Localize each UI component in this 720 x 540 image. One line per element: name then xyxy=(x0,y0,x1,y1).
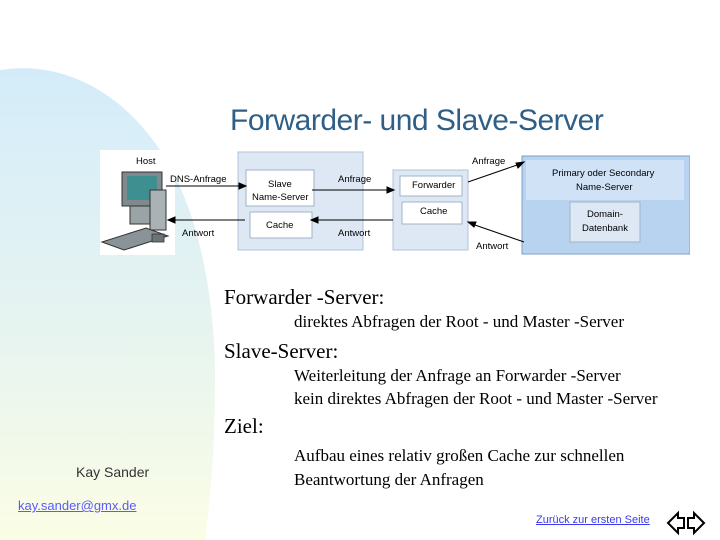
cache-left-label: Cache xyxy=(266,220,293,231)
answer-label-3: Antwort xyxy=(476,241,509,252)
request-label-1: Anfrage xyxy=(338,174,371,185)
author-name: Kay Sander xyxy=(76,464,150,480)
back-forward-arrows-icon[interactable] xyxy=(666,510,706,536)
dns-query-label: DNS-Anfrage xyxy=(170,174,227,185)
cache-right-label: Cache xyxy=(420,206,447,217)
slide-title: Forwarder- und Slave-Server xyxy=(230,104,604,137)
answer-label-1: Antwort xyxy=(182,228,215,239)
dns-diagram: Host Slave Name-Server Cache Forwarder C… xyxy=(100,150,690,255)
host-label: Host xyxy=(136,156,156,167)
primary-label-2: Name-Server xyxy=(576,182,633,193)
goal-line-1: Aufbau eines relativ großen Cache zur sc… xyxy=(294,446,625,465)
slave-label-2: Name-Server xyxy=(252,192,309,203)
primary-label-1: Primary oder Secondary xyxy=(552,168,655,179)
back-to-start-link[interactable]: Zurück zur ersten Seite xyxy=(536,514,650,526)
email-link[interactable]: kay.sander@gmx.de xyxy=(18,498,137,513)
goal-heading: Ziel: xyxy=(224,414,264,438)
slave-line-1: Weiterleitung der Anfrage an Forwarder -… xyxy=(294,366,621,385)
slave-line-2: kein direktes Abfragen der Root - und Ma… xyxy=(294,389,658,408)
forwarder-label: Forwarder xyxy=(412,180,455,191)
slave-heading: Slave-Server: xyxy=(224,339,339,363)
slave-label-1: Slave xyxy=(268,179,292,190)
forwarder-line-1: direktes Abfragen der Root - und Master … xyxy=(294,312,624,331)
answer-label-2: Antwort xyxy=(338,228,371,239)
forwarder-heading: Forwarder -Server: xyxy=(224,285,385,309)
host-computer-icon xyxy=(100,150,175,255)
request-label-2: Anfrage xyxy=(472,156,505,167)
goal-line-2: Beantwortung der Anfragen xyxy=(294,470,484,489)
domain-db-label-2: Datenbank xyxy=(582,223,628,234)
domain-db-label-1: Domain- xyxy=(587,209,623,220)
